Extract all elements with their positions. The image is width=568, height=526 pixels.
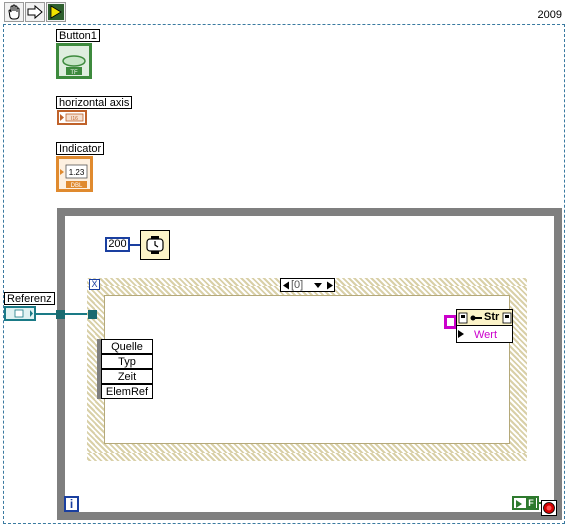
indicator-terminal[interactable]: 1.23 DBL bbox=[56, 156, 93, 192]
numeric-wire bbox=[130, 244, 140, 246]
sequence-tunnel bbox=[88, 310, 97, 319]
boolean-arrow-icon bbox=[516, 500, 522, 508]
step-button[interactable] bbox=[25, 2, 45, 22]
property-node[interactable]: Str Wert bbox=[456, 309, 513, 343]
increment-arrow-icon[interactable] bbox=[326, 281, 334, 290]
false-constant[interactable]: F bbox=[512, 496, 539, 510]
horizontal-axis-type: I16 bbox=[71, 116, 78, 122]
false-constant-value: F bbox=[526, 498, 536, 508]
iteration-terminal[interactable]: i bbox=[64, 496, 79, 512]
version-year: 2009 bbox=[537, 9, 562, 21]
numeric-indicator-icon: 1.23 DBL bbox=[60, 164, 88, 189]
string-terminal[interactable] bbox=[444, 315, 457, 329]
indicator-type: DBL bbox=[71, 183, 83, 189]
event-structure[interactable] bbox=[87, 278, 527, 461]
stop-icon bbox=[543, 502, 555, 514]
hand-tool-button[interactable] bbox=[4, 2, 24, 22]
toolbar: 2009 bbox=[0, 0, 568, 24]
arrow-right-icon bbox=[27, 4, 43, 20]
event-data-node[interactable]: Quelle Typ Zeit ElemRef bbox=[97, 339, 153, 399]
horizontal-axis-label[interactable]: horizontal axis bbox=[56, 96, 133, 109]
block-diagram bbox=[3, 24, 565, 524]
property-node-header: Str bbox=[457, 310, 512, 326]
indicator-label[interactable]: Indicator bbox=[56, 142, 105, 155]
loop-condition-terminal[interactable] bbox=[541, 500, 557, 516]
property-node-class: Str bbox=[484, 311, 500, 323]
wait-constant[interactable]: 200 bbox=[105, 237, 130, 252]
write-arrow-icon bbox=[458, 330, 464, 338]
refnum-icon bbox=[14, 309, 33, 318]
run-button[interactable] bbox=[46, 2, 66, 22]
boolean-button-icon: TF bbox=[62, 55, 86, 76]
referenz-terminal[interactable] bbox=[4, 306, 36, 321]
hand-tool-icon bbox=[8, 4, 20, 20]
button1-type: TF bbox=[70, 70, 78, 76]
horizontal-axis-terminal[interactable]: I16 bbox=[57, 110, 87, 125]
event-data-item-elemref[interactable]: ElemRef bbox=[101, 384, 153, 399]
timeout-terminal[interactable]: X bbox=[89, 279, 100, 290]
wait-ms-function[interactable] bbox=[140, 230, 170, 260]
highlight-execution-icon bbox=[48, 4, 64, 20]
property-name: Wert bbox=[474, 329, 498, 341]
loop-tunnel bbox=[56, 310, 65, 319]
event-structure-inner bbox=[104, 295, 510, 444]
referenz-label[interactable]: Referenz bbox=[4, 292, 55, 305]
event-data-item-zeit[interactable]: Zeit bbox=[101, 369, 153, 384]
case-selector[interactable]: [0] bbox=[280, 278, 335, 292]
button1-terminal[interactable]: TF bbox=[56, 43, 92, 79]
connector-icon bbox=[470, 315, 482, 321]
refnum-out-icon bbox=[502, 312, 512, 324]
decrement-arrow-icon[interactable] bbox=[282, 281, 290, 290]
selector-value: [0] bbox=[291, 279, 304, 291]
wait-clock-icon bbox=[146, 236, 164, 254]
button1-label[interactable]: Button1 bbox=[56, 29, 100, 42]
event-data-item-typ[interactable]: Typ bbox=[101, 354, 153, 369]
numeric-terminal-icon: I16 bbox=[60, 113, 84, 122]
event-data-item-quelle[interactable]: Quelle bbox=[101, 339, 153, 354]
indicator-value: 1.23 bbox=[69, 168, 85, 177]
dropdown-arrow-icon[interactable] bbox=[314, 283, 322, 288]
refnum-in-icon bbox=[458, 312, 468, 324]
